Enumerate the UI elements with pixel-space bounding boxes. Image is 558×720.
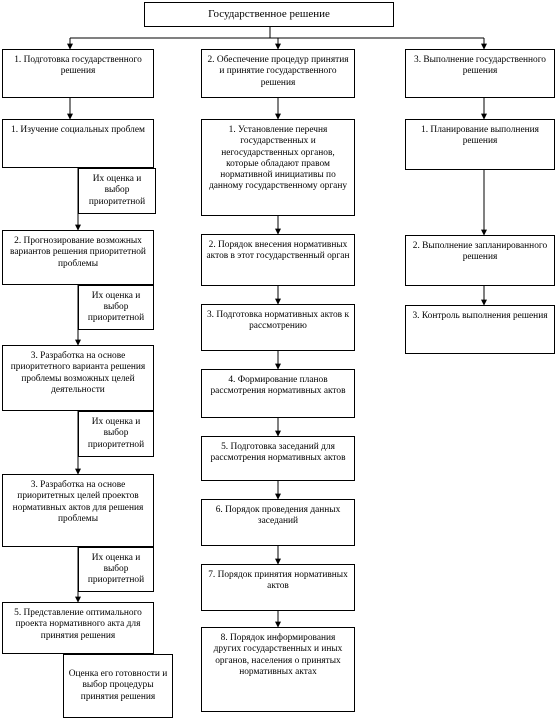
- column-1-step-5-text: 5. Представление оптимального проекта но…: [14, 608, 142, 641]
- column-2-header: 2. Обеспечение процедур принятия и приня…: [201, 49, 355, 98]
- column-1-step-5: 5. Представление оптимального проекта но…: [2, 602, 154, 654]
- column-2-step-4: 4. Формирование планов рассмотрения норм…: [201, 369, 355, 418]
- column-1-header-text: 1. Подготовка государственного решения: [14, 55, 142, 77]
- column-2-step-5: 5. Подготовка заседаний для рассмотрения…: [201, 436, 355, 481]
- column-1-step-2: 2. Прогнозирование возможных вариантов р…: [2, 230, 154, 285]
- column-2-header-text: 2. Обеспечение процедур принятия и приня…: [207, 55, 349, 88]
- column-2-step-8: 8. Порядок информирования других государ…: [201, 627, 355, 712]
- column-2-step-7: 7. Порядок принятия нормативных актов: [201, 564, 355, 611]
- column-1-note-2-text: Их оценка и выбор приоритетной: [87, 290, 145, 324]
- column-1-step-1-text: 1. Изучение социальных проблем: [11, 125, 145, 135]
- column-3-step-1-text: 1. Планирование выполнения решения: [421, 125, 539, 147]
- column-1-note-5-text: Оценка его готовности и выбор процедуры …: [68, 669, 168, 702]
- column-3-step-3: 3. Контроль выполнения решения: [405, 305, 555, 354]
- column-2-step-1: 1. Установление перечня государственных …: [201, 119, 355, 216]
- column-1-note-4-text: Их оценка и выбор приоритетной: [87, 552, 145, 586]
- column-1-step-1: 1. Изучение социальных проблем: [2, 119, 154, 168]
- diagram-title: Государственное решение: [144, 2, 394, 27]
- column-2-step-3-text: 3. Подготовка нормативных актов к рассмо…: [206, 310, 349, 332]
- diagram-title-text: Государственное решение: [208, 7, 330, 20]
- top-distribution-lines: [67, 27, 487, 50]
- column-2-step-2: 2. Порядок внесения нормативных актов в …: [201, 234, 355, 286]
- column-1-note-2: Их оценка и выбор приоритетной: [78, 285, 154, 330]
- column-1-step-3-text: 3. Разработка на основе приоритетного ва…: [10, 351, 146, 395]
- column-2-step-2-text: 2. Порядок внесения нормативных актов в …: [206, 240, 350, 262]
- column-3-header: 3. Выполнение государственного решения: [405, 49, 555, 98]
- column-1-step-3: 3. Разработка на основе приоритетного ва…: [2, 345, 154, 411]
- column-2-step-6-text: 6. Порядок проведения данных заседаний: [215, 505, 341, 527]
- column-1-note-1-text: Их оценка и выбор приоритетной: [88, 174, 146, 207]
- column-2-step-5-text: 5. Подготовка заседаний для рассмотрения…: [210, 442, 346, 464]
- column-1-step-4: 3. Разработка на основе приоритетных цел…: [2, 474, 154, 547]
- column-1-step-2-text: 2. Прогнозирование возможных вариантов р…: [10, 236, 146, 269]
- column-2-step-1-text: 1. Установление перечня государственных …: [208, 125, 348, 192]
- column-2-step-7-text: 7. Порядок принятия нормативных актов: [208, 570, 348, 592]
- column-2-step-3: 3. Подготовка нормативных актов к рассмо…: [201, 304, 355, 351]
- column-1-note-1: Их оценка и выбор приоритетной: [78, 168, 156, 214]
- column-1-note-4: Их оценка и выбор приоритетной: [78, 547, 154, 592]
- column-1-note-5: Оценка его готовности и выбор процедуры …: [63, 654, 173, 718]
- column-2-step-6: 6. Порядок проведения данных заседаний: [201, 499, 355, 546]
- column-2-step-8-text: 8. Порядок информирования других государ…: [213, 633, 343, 677]
- column-3-step-2: 2. Выполнение запланированного решения: [405, 235, 555, 286]
- column-3-step-3-text: 3. Контроль выполнения решения: [412, 311, 548, 321]
- column-1-step-4-text: 3. Разработка на основе приоритетных цел…: [12, 480, 144, 524]
- column-3-step-1: 1. Планирование выполнения решения: [405, 119, 555, 170]
- column-1-header: 1. Подготовка государственного решения: [2, 49, 154, 98]
- column-2-step-4-text: 4. Формирование планов рассмотрения норм…: [210, 375, 346, 397]
- column-3-header-text: 3. Выполнение государственного решения: [414, 55, 546, 77]
- column-1-note-3: Их оценка и выбор приоритетной: [78, 411, 154, 457]
- column-3-step-2-text: 2. Выполнение запланированного решения: [412, 241, 548, 263]
- column-1-note-3-text: Их оценка и выбор приоритетной: [87, 417, 145, 450]
